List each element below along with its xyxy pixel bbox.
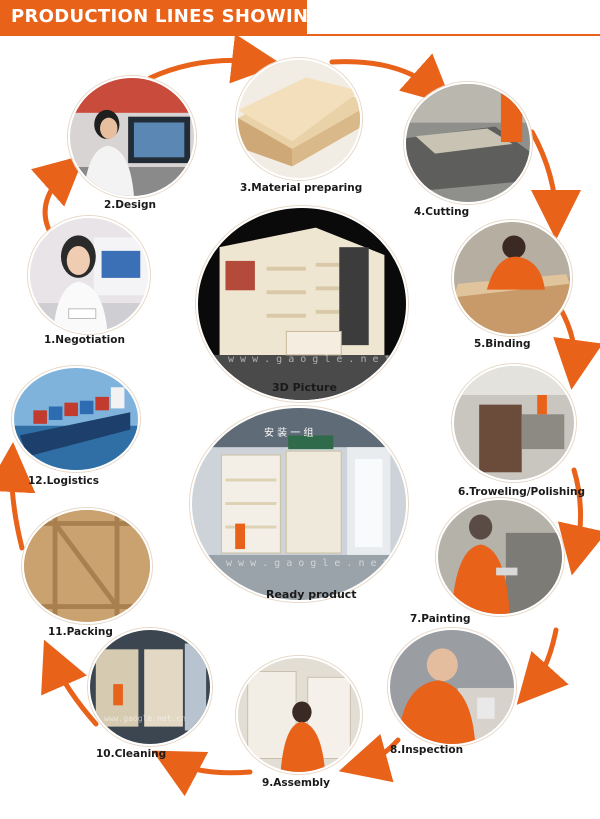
watermark-ready-product: w w w . g a o g l e . n e t . c n bbox=[226, 558, 408, 569]
label-3d-picture: 3D Picture bbox=[272, 381, 337, 394]
header: PRODUCTION LINES SHOWING bbox=[0, 0, 600, 34]
label-assembly: 9.Assembly bbox=[262, 777, 330, 789]
arrow-6-to-7 bbox=[557, 467, 600, 576]
label-material-preparing: 3.Material preparing bbox=[240, 182, 363, 194]
photo-inspection bbox=[388, 628, 516, 746]
photo-packing bbox=[22, 508, 152, 624]
page-title: PRODUCTION LINES SHOWING bbox=[11, 6, 324, 27]
photo-cleaning: www.gaogle.net.cn bbox=[88, 628, 212, 746]
arrow-5-to-6 bbox=[553, 305, 600, 390]
store-sign: 安 装 一 组 bbox=[264, 428, 314, 439]
photo-logistics bbox=[12, 366, 140, 472]
label-cleaning: 10.Cleaning bbox=[96, 748, 167, 760]
arrow-1-to-2 bbox=[30, 154, 85, 235]
label-cutting: 4.Cutting bbox=[414, 206, 470, 218]
photo-ready-product: 安 装 一 组 w w w . g a o g l e . n e t . c … bbox=[190, 406, 408, 602]
photo-assembly bbox=[236, 656, 362, 774]
photo-design bbox=[68, 76, 196, 198]
watermark-cleaning: www.gaogle.net.cn bbox=[104, 714, 186, 723]
arrow-2-to-3 bbox=[147, 33, 282, 84]
label-ready-product: Ready product bbox=[266, 588, 357, 601]
arrow-8-to-9 bbox=[338, 733, 401, 783]
arrow-3-to-4 bbox=[329, 53, 453, 106]
arrow-7-to-8 bbox=[516, 627, 569, 705]
photo-3d-picture: w w w . g a o g l e . n e t . c n bbox=[196, 206, 408, 402]
label-negotiation: 1.Negotiation bbox=[44, 334, 125, 346]
label-design: 2.Design bbox=[104, 199, 156, 211]
label-painting: 7.Painting bbox=[410, 613, 471, 625]
header-rule bbox=[0, 34, 600, 36]
photo-cutting bbox=[404, 82, 532, 204]
label-binding: 5.Binding bbox=[474, 338, 531, 350]
label-logistics: 12.Logistics bbox=[28, 475, 99, 487]
watermark-3d-picture: w w w . g a o g l e . n e t . c n bbox=[228, 354, 408, 365]
header-bar: PRODUCTION LINES SHOWING bbox=[0, 0, 323, 34]
label-inspection: 8.Inspection bbox=[390, 744, 464, 756]
photo-painting bbox=[436, 498, 564, 616]
photo-troweling-polishing bbox=[452, 364, 576, 482]
arrow-9-to-10 bbox=[152, 750, 253, 797]
photo-negotiation bbox=[28, 216, 150, 334]
label-troweling-polishing: 6.Troweling/Polishing bbox=[458, 486, 585, 498]
arrow-4-to-5 bbox=[529, 129, 581, 240]
arrow-11-to-12 bbox=[0, 442, 36, 551]
label-packing: 11.Packing bbox=[48, 626, 113, 638]
photo-material-preparing bbox=[236, 58, 362, 180]
arrow-10-to-11 bbox=[41, 639, 99, 727]
photo-binding bbox=[452, 220, 572, 336]
